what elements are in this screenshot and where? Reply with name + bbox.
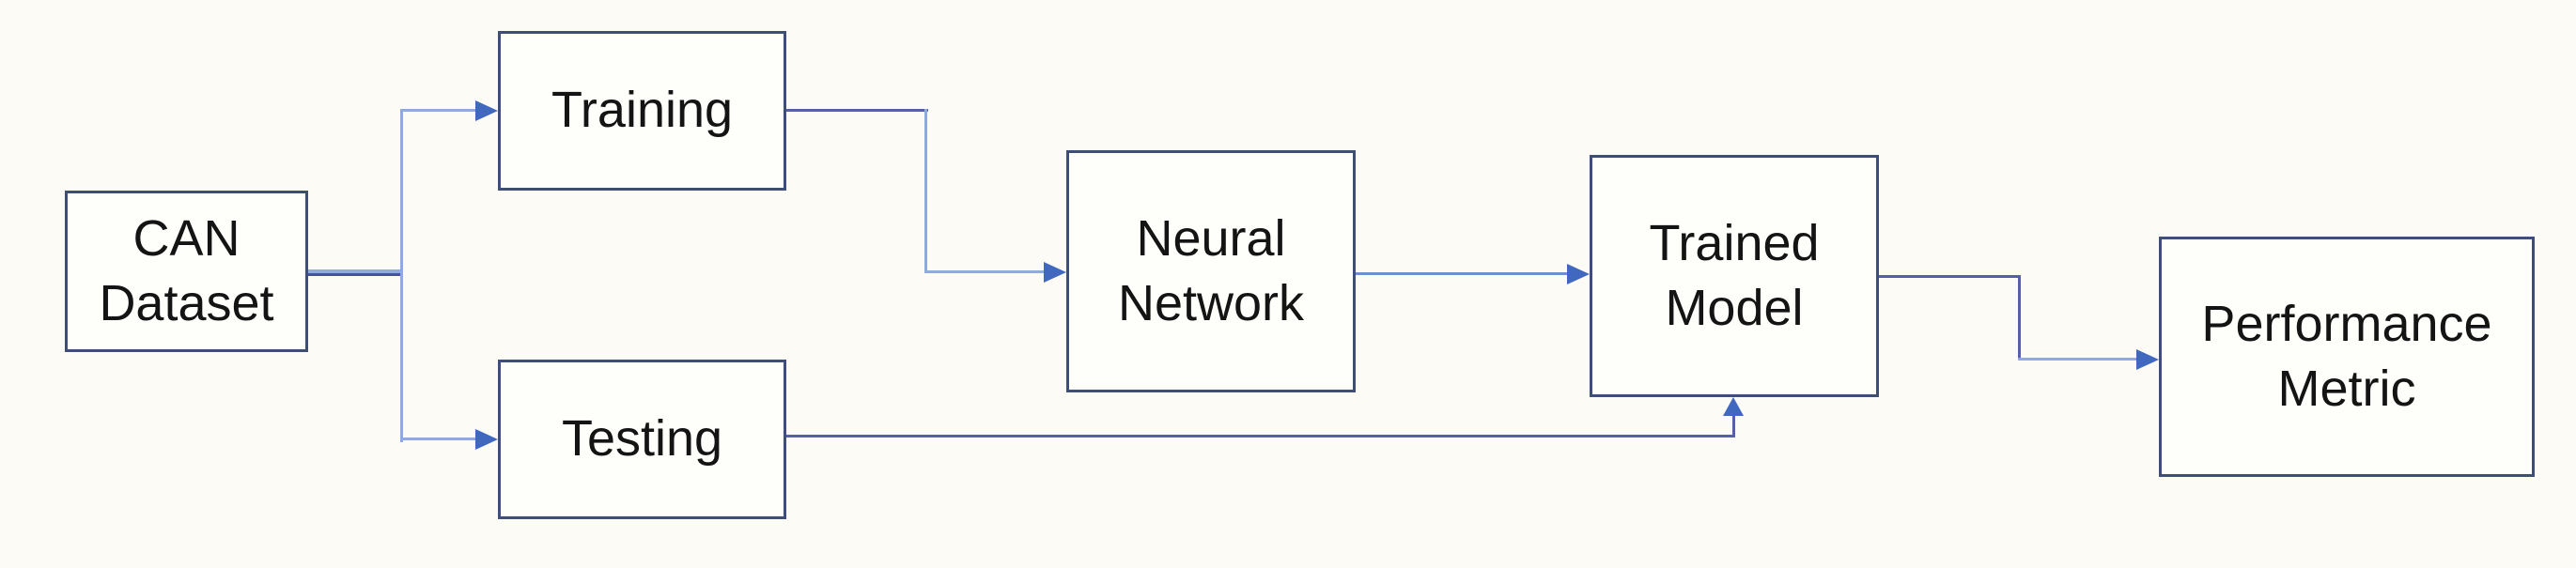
arrowhead-into-neural-network-icon xyxy=(1044,262,1066,283)
edge-trained-model-to-metric-segment-2 xyxy=(2018,275,2021,360)
edge-can-branch-stub xyxy=(308,269,402,276)
node-neural-network: Neural Network xyxy=(1066,150,1356,392)
edge-can-to-testing-line xyxy=(400,438,477,440)
arrowhead-into-testing-icon xyxy=(475,429,498,450)
node-neural-network-label: Neural Network xyxy=(1117,209,1305,331)
edge-testing-to-trained-model-line xyxy=(786,435,1735,438)
node-can-dataset-label: CAN Dataset xyxy=(99,209,274,331)
node-training-label: Training xyxy=(551,82,734,139)
node-training: Training xyxy=(498,31,786,191)
node-performance-metric-label: Performance Metric xyxy=(2201,295,2492,417)
node-testing: Testing xyxy=(498,360,786,519)
edge-can-to-training-line xyxy=(400,109,477,112)
node-trained-model: Trained Model xyxy=(1590,155,1879,397)
edge-training-to-nn-segment-3 xyxy=(924,270,1045,273)
arrowhead-into-trained-model-bottom-icon xyxy=(1723,397,1744,416)
node-testing-label: Testing xyxy=(561,410,723,468)
arrowhead-into-trained-model-icon xyxy=(1567,264,1590,284)
arrowhead-into-training-icon xyxy=(475,100,498,121)
edge-trained-model-to-metric-segment-1 xyxy=(1879,275,2021,278)
edge-training-to-nn-segment-2 xyxy=(924,109,927,273)
edge-training-to-nn-segment-1 xyxy=(786,109,928,112)
node-trained-model-label: Trained Model xyxy=(1649,214,1820,336)
node-can-dataset: CAN Dataset xyxy=(65,191,308,352)
node-performance-metric: Performance Metric xyxy=(2159,237,2535,477)
edge-can-branch-vertical xyxy=(400,109,403,442)
edge-nn-to-trained-model-line xyxy=(1356,272,1568,275)
arrowhead-into-performance-metric-icon xyxy=(2136,349,2159,370)
edge-testing-to-trained-model-vertical xyxy=(1732,414,1735,437)
edge-trained-model-to-metric-segment-3 xyxy=(2018,358,2137,361)
